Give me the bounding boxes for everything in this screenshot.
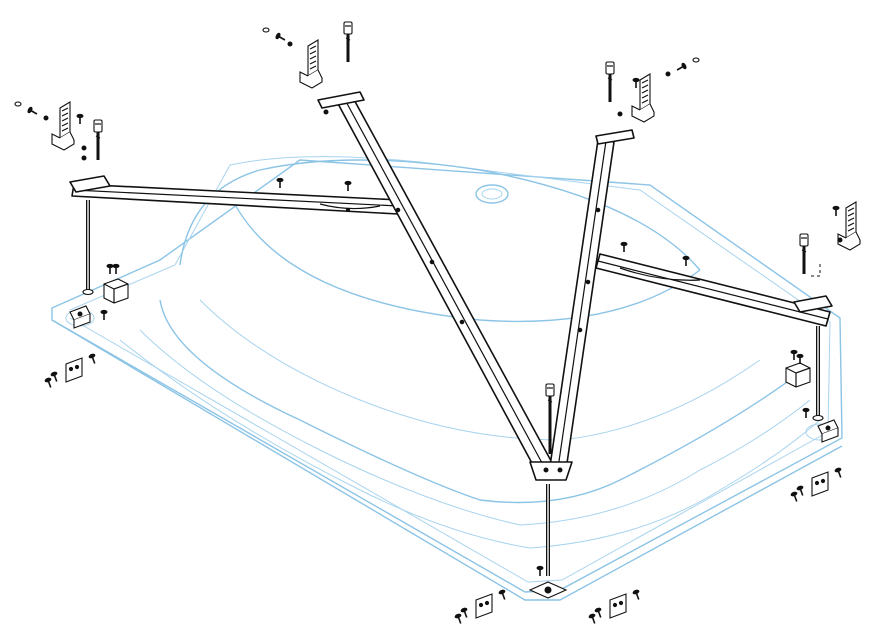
leg-center-foot [528,581,568,599]
bracket-top-left [299,39,323,89]
left-crossbeam [71,177,401,215]
leg-left [81,198,95,297]
wall-plate-bottom-left [455,589,508,624]
bolt-top-left [342,20,354,64]
bolt-top-right [604,60,616,104]
wall-plate-bottom-right [589,589,642,624]
wall-plate-right [791,467,844,502]
support-legs [81,198,825,599]
floor-clip-right [817,419,839,443]
leg-right [811,324,825,423]
bolt-center [544,382,556,454]
wall-brackets [51,39,861,251]
top-right-mount-plate [595,129,635,145]
floor-fixings [45,305,844,625]
wall-plate-left [45,353,98,388]
bolt-right [798,232,810,276]
bracket-right [837,201,861,251]
right-end-mount-plate [793,295,833,313]
bathtub-outline [51,156,843,601]
corner-block-right [785,362,811,388]
frame-beams [69,91,833,481]
apex-joint [529,461,573,481]
left-end-mount-plate [69,175,111,193]
top-left-mount-plate [317,91,365,109]
bolt-left [92,118,104,162]
left-diagonal-beam [335,95,557,479]
bolts [92,20,810,454]
corner-block-left [103,278,129,304]
loose-fasteners [14,27,843,419]
bracket-left [51,101,75,151]
right-crossbeam [595,241,831,327]
